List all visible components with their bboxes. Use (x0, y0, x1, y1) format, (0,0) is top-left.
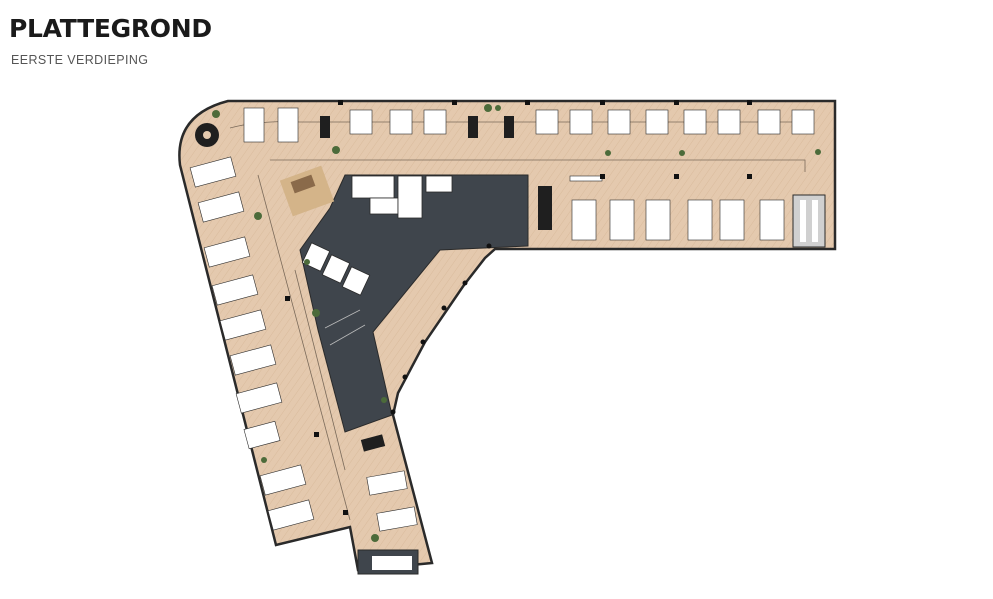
long-table (538, 186, 552, 230)
corridor-line-wing (257, 174, 351, 521)
counter (569, 175, 603, 182)
meeting-tables (320, 116, 514, 452)
restrooms (351, 175, 453, 219)
plant-icon (212, 104, 821, 542)
column-icon (285, 100, 752, 515)
building-core (299, 174, 529, 433)
corridor-line (229, 121, 810, 172)
page-subtitle: EERSTE VERDIEPING (11, 53, 149, 67)
stair-icon-bottom (357, 549, 419, 575)
lounge (195, 123, 335, 217)
core-wall (324, 309, 366, 346)
page-title: PLATTEGROND (9, 14, 212, 43)
floor-area (178, 99, 837, 572)
stair-icon (792, 194, 826, 248)
desk-clusters (189, 107, 815, 532)
